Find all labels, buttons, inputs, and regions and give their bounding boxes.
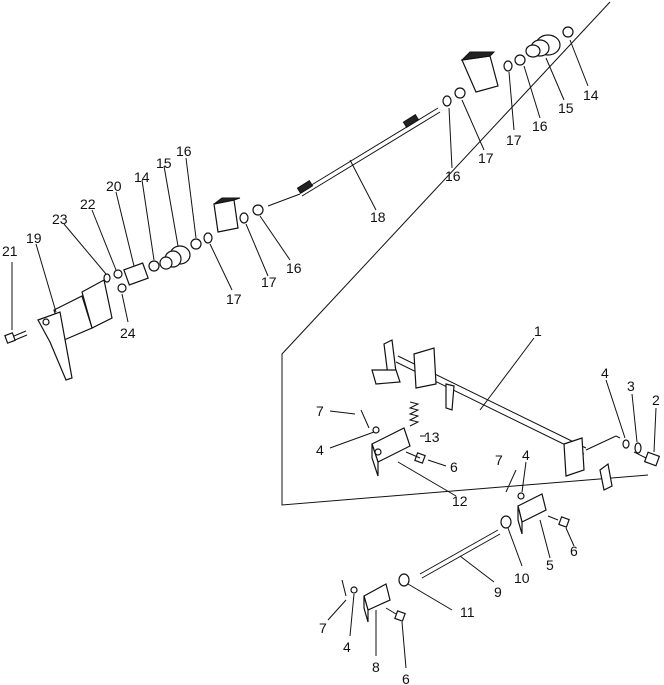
- washer-left-3: [103, 273, 111, 283]
- callout: 6: [450, 459, 458, 475]
- small-nut-left: [113, 269, 123, 279]
- leader-lines: [11, 39, 657, 669]
- callout: 22: [80, 196, 96, 212]
- callout: 16: [532, 118, 548, 134]
- rod: [419, 529, 501, 579]
- callout: 17: [261, 274, 277, 290]
- callout: 24: [120, 325, 136, 341]
- boot-left: [159, 245, 191, 270]
- control-cable: [267, 107, 441, 207]
- callout: 5: [546, 557, 554, 573]
- washer-upper-mid: [442, 95, 452, 107]
- callout: 23: [52, 211, 68, 227]
- cotter-mid-left: [372, 426, 380, 434]
- callout: 4: [316, 442, 324, 458]
- clevis-mid-left: [371, 427, 411, 477]
- callout: 12: [452, 493, 468, 509]
- callout: 20: [106, 178, 122, 194]
- callout: 15: [156, 155, 172, 171]
- callout: 18: [370, 209, 386, 225]
- callout: 7: [495, 452, 503, 468]
- callout: 17: [478, 150, 494, 166]
- bracket-left-lever: [37, 279, 113, 381]
- callout: 14: [134, 169, 150, 185]
- callout: 13: [424, 429, 440, 445]
- clevis-mid-right: [517, 493, 547, 535]
- callout: 7: [316, 403, 324, 419]
- callout: 4: [343, 639, 351, 655]
- sleeve-left: [123, 262, 149, 286]
- callout: 9: [494, 584, 502, 600]
- boot-upper-right: [525, 34, 561, 58]
- callout: 2: [652, 392, 660, 408]
- bolt-right: [633, 451, 661, 467]
- pin-bottom: [341, 579, 347, 597]
- callout: 19: [26, 230, 42, 246]
- callout: 8: [372, 659, 380, 675]
- washer-left-2: [203, 232, 213, 244]
- callout: 4: [522, 447, 530, 463]
- callout: 17: [506, 132, 522, 148]
- bracket-upper-right: [460, 51, 499, 93]
- callout: 21: [2, 243, 18, 259]
- callout: 10: [514, 570, 530, 586]
- nut-upper-mid: [454, 87, 466, 99]
- bolt-left: [4, 330, 28, 344]
- callout: 15: [558, 100, 574, 116]
- clevis-bottom: [363, 583, 391, 623]
- washer-upper-right: [503, 60, 513, 72]
- bolt-mid-right: [547, 515, 570, 528]
- callout: 6: [402, 671, 410, 685]
- washer-right: [634, 442, 642, 454]
- callout: 7: [319, 620, 327, 636]
- lever-shaft: [371, 339, 621, 491]
- callout: 3: [627, 378, 635, 394]
- nut-left-2: [190, 238, 202, 250]
- nut-rod-bottom: [398, 573, 410, 587]
- callout: 11: [460, 604, 475, 620]
- callout: 16: [286, 260, 302, 276]
- callout: 16: [176, 143, 192, 159]
- callout: 6: [570, 543, 578, 559]
- assembly-boundary: [281, 1, 649, 506]
- cotter-bottom: [350, 586, 358, 594]
- nut-rod-top: [500, 515, 512, 529]
- washer-left-1: [239, 212, 249, 224]
- bracket-upper-left: [213, 197, 241, 233]
- callout: 14: [583, 87, 599, 103]
- callout: 16: [445, 168, 461, 184]
- callout-labels: 1 2 3 4 4 4 4 5 6 6 6 7 7 7 8 9 10 11 12…: [2, 87, 660, 685]
- callout: 17: [226, 291, 242, 307]
- callout: 1: [534, 323, 542, 339]
- cotter-mid-right: [517, 492, 525, 500]
- nut-upper-right-2: [514, 54, 526, 66]
- nut-left-1: [252, 204, 264, 216]
- bolt-mid-left: [405, 451, 426, 464]
- spring: [408, 401, 420, 427]
- pin-mid-left: [360, 409, 370, 429]
- callout: 4: [601, 365, 609, 381]
- nut-left-3: [148, 260, 160, 272]
- bolt-bottom: [385, 607, 406, 622]
- nut-upper-right: [562, 26, 574, 38]
- lockwasher-right: [622, 439, 630, 449]
- washer-left-4: [117, 283, 127, 293]
